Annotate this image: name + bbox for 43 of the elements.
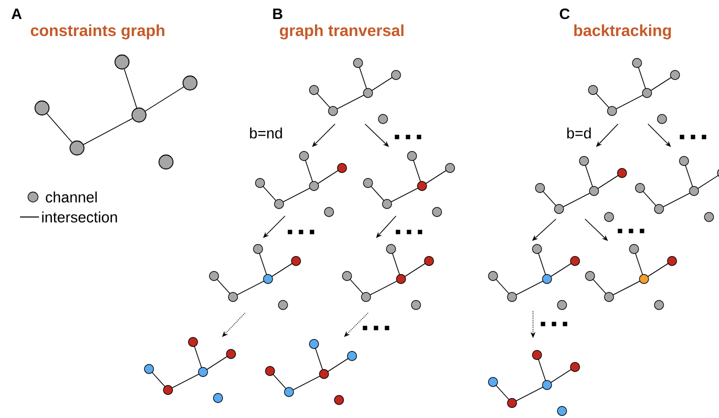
graph-drawing (255, 151, 347, 217)
panel-letter: B (273, 8, 282, 19)
legend-text: intersection (42, 212, 117, 222)
graph-drawing (635, 156, 719, 222)
panel-title: backtracking (574, 24, 671, 40)
channel-circle (34, 100, 50, 116)
graph-drawing (209, 244, 301, 310)
graph-drawing (342, 244, 434, 310)
graph-drawing (585, 244, 677, 310)
graph-drawing (363, 151, 455, 217)
arrow (222, 312, 246, 337)
arrow (344, 312, 368, 337)
channel-circle (114, 54, 130, 70)
legend-text: channel (46, 192, 97, 202)
graph-drawing (309, 58, 401, 124)
graph-drawing (265, 339, 357, 405)
channel-circle (158, 154, 174, 170)
arrow (312, 124, 336, 147)
intersection-line (144, 86, 184, 112)
arrow (532, 218, 556, 241)
panel-letter: A (12, 8, 22, 19)
edge-label: b=nd (250, 128, 282, 138)
channel-circle (132, 108, 146, 122)
arrow (376, 216, 396, 238)
arrow (263, 216, 286, 238)
panel-letter: C (560, 8, 570, 20)
panel-title: graph tranversal (280, 24, 404, 40)
channel-circle (70, 140, 84, 156)
graph-drawing (488, 244, 580, 310)
intersection-line (83, 118, 133, 145)
edge-label: b=d (567, 128, 591, 138)
panel-title: constraints graph (30, 24, 164, 40)
graph-drawing (144, 337, 236, 403)
intersection-line (46, 113, 72, 143)
graph-drawing (488, 350, 580, 416)
arrow (364, 124, 389, 147)
arrow (584, 218, 608, 241)
graph-drawing (588, 58, 680, 124)
intersection-line (124, 68, 138, 108)
channel-circle (182, 76, 198, 90)
arrow (648, 124, 671, 147)
graph-drawing (535, 156, 627, 222)
arrow (596, 124, 618, 147)
